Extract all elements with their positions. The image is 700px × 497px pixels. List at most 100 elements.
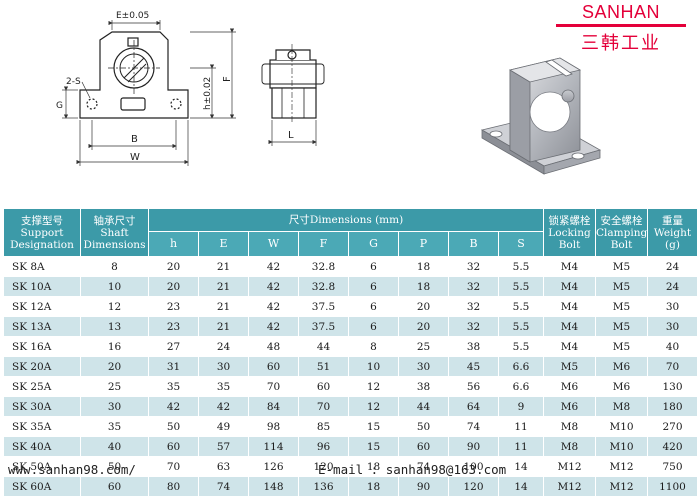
table-cell: 32 <box>448 276 499 297</box>
table-cell: 14 <box>498 456 544 477</box>
table-cell: 32.8 <box>298 256 349 277</box>
table-cell: 6 <box>348 256 399 277</box>
table-cell: 27 <box>148 336 199 357</box>
table-cell: 56 <box>448 376 499 397</box>
subheader-cell: P <box>398 231 449 257</box>
table-cell: 20 <box>398 316 449 337</box>
model-cell: SK 35A <box>3 416 81 437</box>
drawing-svg: E±0.05 2-S G B W h±0.02 F L <box>56 11 602 175</box>
table-cell: 20 <box>80 356 149 377</box>
label-s: 2-S <box>66 77 81 87</box>
table-cell: M6 <box>595 376 648 397</box>
table-cell: 15 <box>348 436 399 457</box>
label-e: E±0.05 <box>116 11 149 21</box>
subheader-cell: W <box>248 231 299 257</box>
table-cell: 25 <box>398 336 449 357</box>
brand-logo: SANHAN 三韩工业 <box>556 2 686 55</box>
table-cell: 24 <box>647 276 698 297</box>
header-dimensions-cn: 尺寸 <box>288 214 310 226</box>
table-cell: 32 <box>448 256 499 277</box>
table-cell: M5 <box>595 296 648 317</box>
table-cell: 12 <box>80 296 149 317</box>
table-cell: 35 <box>148 376 199 397</box>
header-locking-cn: 锁紧螺栓 <box>548 214 591 227</box>
table-cell: 6 <box>348 276 399 297</box>
table-cell: 42 <box>248 276 299 297</box>
table-cell: 21 <box>198 256 249 277</box>
table-cell: 8 <box>348 336 399 357</box>
footer: www.sanhan98.com/ E-mail : sanhan98@163.… <box>0 460 700 481</box>
table-cell: 23 <box>148 316 199 337</box>
table-cell: 42 <box>248 316 299 337</box>
model-cell: SK 8A <box>3 256 81 277</box>
model-cell: SK 25A <box>3 376 81 397</box>
table-cell: M4 <box>543 256 596 277</box>
table-cell: 420 <box>647 436 698 457</box>
table-cell: 21 <box>198 296 249 317</box>
table-cell: 63 <box>198 456 249 477</box>
table-cell: M8 <box>595 396 648 417</box>
table-cell: M6 <box>543 376 596 397</box>
model-cell: SK 16A <box>3 336 81 357</box>
table-cell: 70 <box>248 376 299 397</box>
table-cell: 32.8 <box>298 276 349 297</box>
table-cell: 6 <box>348 316 399 337</box>
table-cell: M5 <box>595 336 648 357</box>
header-weight-cn: 重量 <box>662 214 683 227</box>
brand-name: SANHAN <box>581 2 660 22</box>
header-shaft-en: Shaft Dimensions <box>83 226 146 251</box>
front-dimensions <box>62 20 236 166</box>
table-cell: M10 <box>595 416 648 437</box>
table-cell: 6.6 <box>498 356 544 377</box>
table-cell: 48 <box>248 336 299 357</box>
table-cell: M5 <box>595 276 648 297</box>
table-cell: 8 <box>80 256 149 277</box>
table-cell: 96 <box>298 436 349 457</box>
label-h: h±0.02 <box>203 77 213 110</box>
table-cell: 30 <box>647 316 698 337</box>
side-dimensions <box>268 120 317 146</box>
table-cell: M12 <box>543 456 596 477</box>
table-cell: 24 <box>647 256 698 277</box>
header-weight: 重量 Weight (g) <box>647 208 698 257</box>
table-cell: M8 <box>543 436 596 457</box>
table-cell: 5.5 <box>498 296 544 317</box>
table-cell: 90 <box>448 436 499 457</box>
table-cell: 270 <box>647 416 698 437</box>
table-cell: 38 <box>448 336 499 357</box>
table-cell: 50 <box>80 456 149 477</box>
header-model-en: Support Designation <box>10 226 74 251</box>
table-cell: 44 <box>298 336 349 357</box>
header-locking-en: Locking Bolt <box>548 226 591 251</box>
header-weight-en: Weight (g) <box>653 226 692 251</box>
website-link[interactable]: www.sanhan98.com/ <box>8 462 136 477</box>
subheader-cell: F <box>298 231 349 257</box>
table-cell: 50 <box>398 416 449 437</box>
label-g: G <box>56 101 63 111</box>
header-shaft: 轴承尺寸 Shaft Dimensions <box>80 208 149 257</box>
table-cell: 750 <box>647 456 698 477</box>
brand-divider <box>556 24 686 27</box>
table-cell: 45 <box>448 356 499 377</box>
label-f: F <box>222 76 233 82</box>
table-cell: M4 <box>543 336 596 357</box>
table-cell: 84 <box>248 396 299 417</box>
label-b: B <box>131 134 138 145</box>
table-cell: 51 <box>298 356 349 377</box>
table-cell: 10 <box>348 356 399 377</box>
table-cell: 50 <box>148 416 199 437</box>
front-view <box>79 31 189 119</box>
table-cell: 10 <box>80 276 149 297</box>
table-cell: 40 <box>80 436 149 457</box>
table-cell: 60 <box>248 356 299 377</box>
table-cell: 60 <box>148 436 199 457</box>
table-cell: M5 <box>543 356 596 377</box>
table-cell: 24 <box>198 336 249 357</box>
table-cell: 42 <box>248 256 299 277</box>
email-contact[interactable]: E-mail : sanhan98@163.com <box>318 462 507 477</box>
table-cell: 20 <box>398 296 449 317</box>
